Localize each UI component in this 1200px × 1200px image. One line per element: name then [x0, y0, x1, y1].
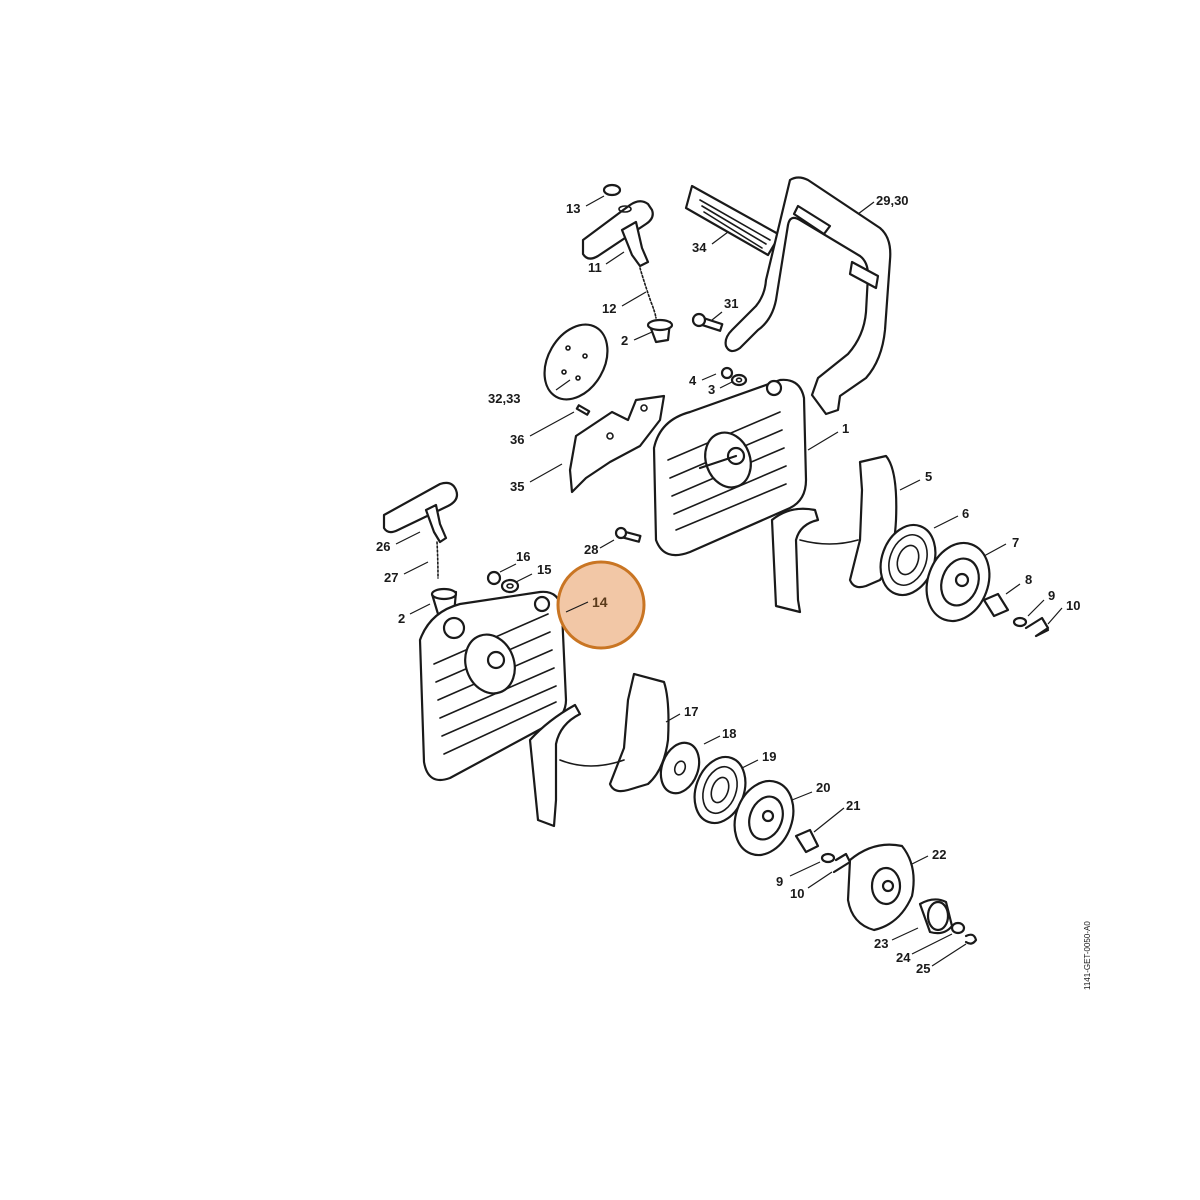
part-1-fan-housing[interactable]	[652, 378, 808, 557]
callout-17[interactable]: 17	[684, 704, 698, 719]
part-24-washer[interactable]	[950, 921, 966, 935]
highlighted-callout-14[interactable]: 14	[556, 560, 646, 650]
part-9-washer-lower[interactable]	[820, 852, 836, 864]
part-17-guide[interactable]	[528, 672, 670, 828]
callout-1[interactable]: 1	[842, 421, 849, 436]
callout-5[interactable]: 5	[925, 469, 932, 484]
callout-4[interactable]: 4	[689, 373, 697, 388]
callout-23[interactable]: 23	[874, 936, 888, 951]
callout-9-upper[interactable]: 9	[1048, 588, 1055, 603]
part-2-rope-guide-lower[interactable]	[430, 587, 458, 616]
callout-10-lower[interactable]: 10	[790, 886, 804, 901]
part-7-rope-rotor[interactable]	[916, 534, 1000, 630]
part-31-screw[interactable]	[691, 312, 724, 332]
callout-3[interactable]: 3	[708, 382, 715, 397]
callout-12[interactable]: 12	[602, 301, 616, 316]
callout-2-lower[interactable]: 2	[398, 611, 405, 626]
part-11-starter-grip[interactable]	[581, 200, 654, 268]
callout-7[interactable]: 7	[1012, 535, 1019, 550]
callout-32-33[interactable]: 32,33	[488, 391, 521, 406]
callout-11[interactable]: 11	[588, 260, 602, 275]
callout-labels: 13 11 12 2 34 29,30 31 32,33 4 3 36 1 35…	[376, 193, 1080, 976]
callout-27[interactable]: 27	[384, 570, 398, 585]
highlight-circle[interactable]	[556, 560, 646, 650]
part-3-washer[interactable]	[730, 373, 748, 387]
part-28-screw[interactable]	[614, 526, 642, 543]
callout-16[interactable]: 16	[516, 549, 530, 564]
part-9-washer-upper[interactable]	[1012, 616, 1028, 628]
part-21-pawl[interactable]	[794, 828, 820, 854]
part-14-fan-housing[interactable]	[418, 590, 568, 782]
callout-28[interactable]: 28	[584, 542, 598, 557]
callout-10-upper[interactable]: 10	[1066, 598, 1080, 613]
callout-31[interactable]: 31	[724, 296, 738, 311]
callout-25[interactable]: 25	[916, 961, 930, 976]
callout-24[interactable]: 24	[896, 950, 911, 965]
leader-lines	[395, 195, 1063, 967]
callout-9-lower[interactable]: 9	[776, 874, 783, 889]
callout-2-upper[interactable]: 2	[621, 333, 628, 348]
callout-19[interactable]: 19	[762, 749, 776, 764]
callout-20[interactable]: 20	[816, 780, 830, 795]
callout-18[interactable]: 18	[722, 726, 736, 741]
part-13-cap[interactable]	[602, 183, 622, 197]
callout-21[interactable]: 21	[846, 798, 860, 813]
callout-29-30[interactable]: 29,30	[876, 193, 909, 208]
part-34-plate[interactable]	[684, 184, 782, 257]
part-27-starter-rope[interactable]	[436, 541, 439, 579]
part-18-washer[interactable]	[654, 737, 706, 798]
part-32-33-disc-plate[interactable]	[532, 313, 620, 410]
callout-34[interactable]: 34	[692, 240, 707, 255]
part-23-sleeve[interactable]	[918, 898, 954, 935]
part-15-washer[interactable]	[500, 578, 520, 594]
callout-36[interactable]: 36	[510, 432, 524, 447]
callout-13[interactable]: 13	[566, 201, 580, 216]
part-20-rope-rotor[interactable]	[725, 773, 804, 864]
part-25-circlip[interactable]	[964, 933, 978, 945]
part-35-cover-plate[interactable]	[568, 394, 666, 494]
highlight-label[interactable]: 14	[592, 594, 608, 610]
callout-6[interactable]: 6	[962, 506, 969, 521]
callout-26[interactable]: 26	[376, 539, 390, 554]
callout-35[interactable]: 35	[510, 479, 524, 494]
part-12-starter-rope[interactable]	[639, 267, 657, 319]
part-22-fan-wheel-cover[interactable]	[846, 843, 915, 932]
callout-15[interactable]: 15	[537, 562, 551, 577]
part-29-30-hand-guard[interactable]	[724, 176, 892, 416]
part-8-pawl[interactable]	[982, 592, 1010, 618]
document-id: 1141-GET-0050-A0	[1083, 921, 1092, 990]
callout-22[interactable]: 22	[932, 847, 946, 862]
part-4-nut[interactable]	[720, 366, 734, 380]
callout-8[interactable]: 8	[1025, 572, 1032, 587]
part-10-spring-clip-upper[interactable]	[1024, 616, 1050, 638]
part-26-starter-grip[interactable]	[382, 481, 459, 544]
part-36-screw[interactable]	[575, 404, 591, 416]
part-16-nut[interactable]	[486, 570, 502, 586]
part-10-spring-clip-lower[interactable]	[832, 852, 852, 874]
part-2-rope-guide-upper[interactable]	[646, 318, 674, 344]
